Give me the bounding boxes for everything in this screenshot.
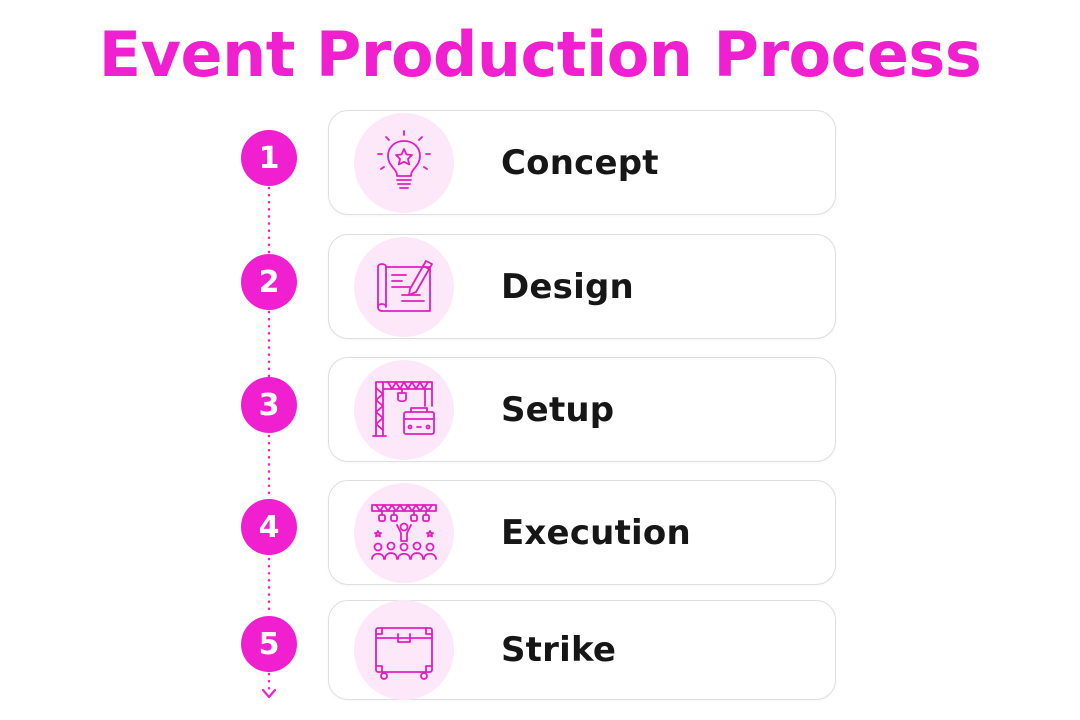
step-label: Design xyxy=(501,266,634,307)
step-number-badge: 3 xyxy=(241,377,297,433)
step-number: 1 xyxy=(258,140,280,176)
step-card-design: Design xyxy=(328,234,836,339)
page-title: Event Production Process xyxy=(98,18,982,91)
step-number-badge: 1 xyxy=(241,130,297,186)
step-number-badge: 2 xyxy=(241,254,297,310)
step-label: Concept xyxy=(501,142,659,183)
icon-circle xyxy=(354,359,454,460)
step-card-execution: Execution xyxy=(328,480,836,585)
step-number-badge: 5 xyxy=(241,616,297,672)
step-number: 2 xyxy=(258,264,280,300)
road-case-icon xyxy=(375,627,433,680)
step-number-badge: 4 xyxy=(241,499,297,555)
truss-road-case-icon xyxy=(372,380,435,437)
stage-crowd-icon xyxy=(371,503,437,560)
step-card-setup: Setup xyxy=(328,357,836,462)
icon-circle xyxy=(354,482,454,583)
step-label: Setup xyxy=(501,389,615,430)
blueprint-pencil-icon xyxy=(377,259,433,312)
step-label: Execution xyxy=(501,512,691,553)
step-label: Strike xyxy=(501,630,617,670)
arrow-down-icon xyxy=(261,688,277,699)
icon-circle xyxy=(354,600,454,700)
step-number: 3 xyxy=(258,387,280,423)
step-number: 5 xyxy=(258,626,280,662)
icon-circle xyxy=(354,112,454,213)
lightbulb-star-icon xyxy=(377,129,431,189)
icon-circle xyxy=(354,236,454,337)
step-number: 4 xyxy=(258,509,280,545)
step-card-concept: Concept xyxy=(328,110,836,215)
step-card-strike: Strike xyxy=(328,600,836,700)
